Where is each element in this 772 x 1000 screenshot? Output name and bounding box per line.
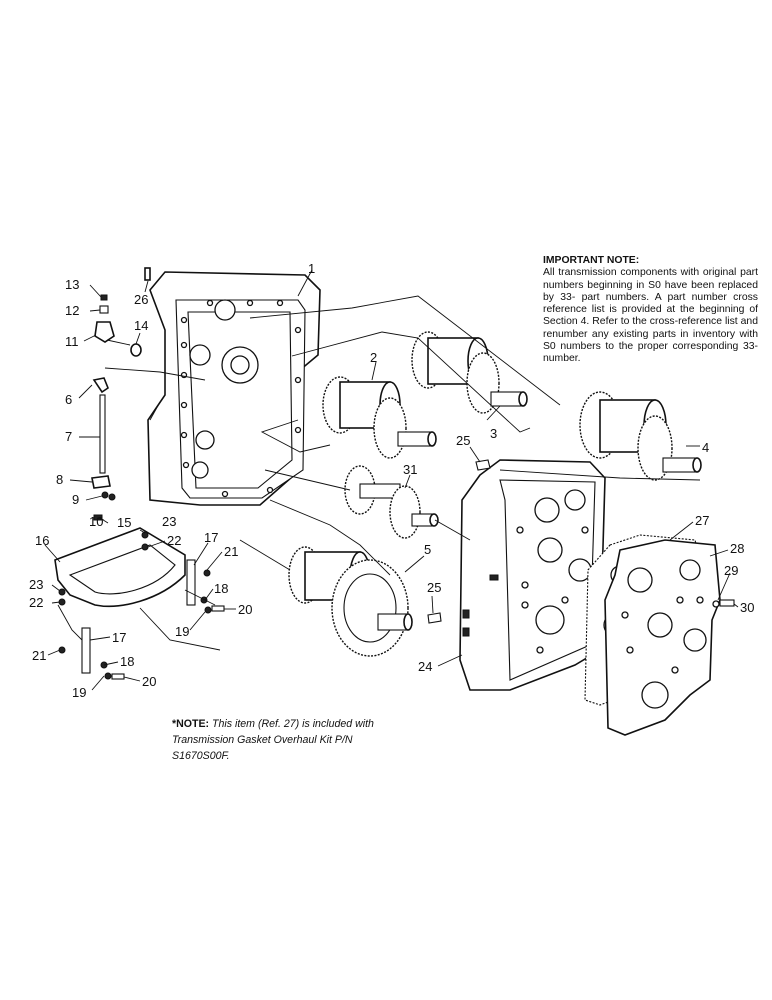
shaft-assembly-31: [344, 465, 439, 539]
callout-numbers: 1 2 3 4 5 6 7 8 9 10 11 12 13 14 15 16 1…: [29, 261, 754, 700]
plate-28: [604, 539, 721, 736]
callout-10: 10: [89, 514, 103, 529]
callout-20-upper: 20: [238, 602, 252, 617]
callout-30: 30: [740, 600, 754, 615]
callout-1: 1: [308, 261, 315, 276]
callout-24: 24: [418, 659, 432, 674]
callout-19-lower: 19: [72, 685, 86, 700]
callout-21-upper: 21: [224, 544, 238, 559]
callout-17-lower: 17: [112, 630, 126, 645]
callout-25-lower: 25: [427, 580, 441, 595]
callout-13: 13: [65, 277, 79, 292]
callout-21-left: 21: [32, 648, 46, 663]
callout-16: 16: [35, 533, 49, 548]
callout-18-upper: 18: [214, 581, 228, 596]
callout-17-upper: 17: [204, 530, 218, 545]
callout-2: 2: [370, 350, 377, 365]
shaft-assembly-4: [579, 391, 702, 481]
callout-31: 31: [403, 462, 417, 477]
callout-6: 6: [65, 392, 72, 407]
transmission-case: [147, 271, 321, 506]
callout-22-left: 22: [29, 595, 43, 610]
cover-16: [54, 527, 186, 608]
callout-23-left: 23: [29, 577, 43, 592]
callout-9: 9: [72, 492, 79, 507]
bracket-17-lower: [81, 627, 91, 674]
important-note: IMPORTANT NOTE: All transmission compone…: [543, 255, 758, 366]
important-note-title: IMPORTANT NOTE:: [543, 255, 640, 266]
callout-5: 5: [424, 542, 431, 557]
shaft-assembly-2: [322, 376, 437, 459]
important-note-body: All transmission components with origina…: [543, 267, 758, 365]
valve-housing-24: [459, 459, 606, 691]
shaft-assembly-5: [288, 546, 413, 657]
callout-15: 15: [117, 515, 131, 530]
fasteners-18-23: [58, 459, 491, 680]
callout-19-upper: 19: [175, 624, 189, 639]
callout-26: 26: [134, 292, 148, 307]
case-bolt-holes: [180, 299, 302, 498]
callout-12: 12: [65, 303, 79, 318]
callout-22-upper: 22: [167, 533, 181, 548]
callout-7: 7: [65, 429, 72, 444]
footnote: *NOTE: This item (Ref. 27) is included w…: [172, 716, 412, 764]
callout-4: 4: [702, 440, 709, 455]
callout-29: 29: [724, 563, 738, 578]
callout-14: 14: [134, 318, 148, 333]
assembly-lines: [57, 295, 701, 651]
callout-3: 3: [490, 426, 497, 441]
callout-23-upper: 23: [162, 514, 176, 529]
callout-18-lower: 18: [120, 654, 134, 669]
footnote-text: This item (Ref. 27) is included with Tra…: [172, 718, 374, 762]
callout-20-lower: 20: [142, 674, 156, 689]
left-small-parts: [91, 267, 151, 521]
shaft-assembly-3: [411, 331, 528, 414]
callout-8: 8: [56, 472, 63, 487]
callout-28: 28: [730, 541, 744, 556]
bolt-29-30: [712, 599, 735, 608]
callout-leaders: [44, 269, 739, 691]
callout-27: 27: [695, 513, 709, 528]
callout-11: 11: [65, 334, 79, 349]
bracket-17-upper: [186, 559, 196, 606]
callout-25-upper: 25: [456, 433, 470, 448]
footnote-prefix: *NOTE:: [172, 718, 210, 730]
